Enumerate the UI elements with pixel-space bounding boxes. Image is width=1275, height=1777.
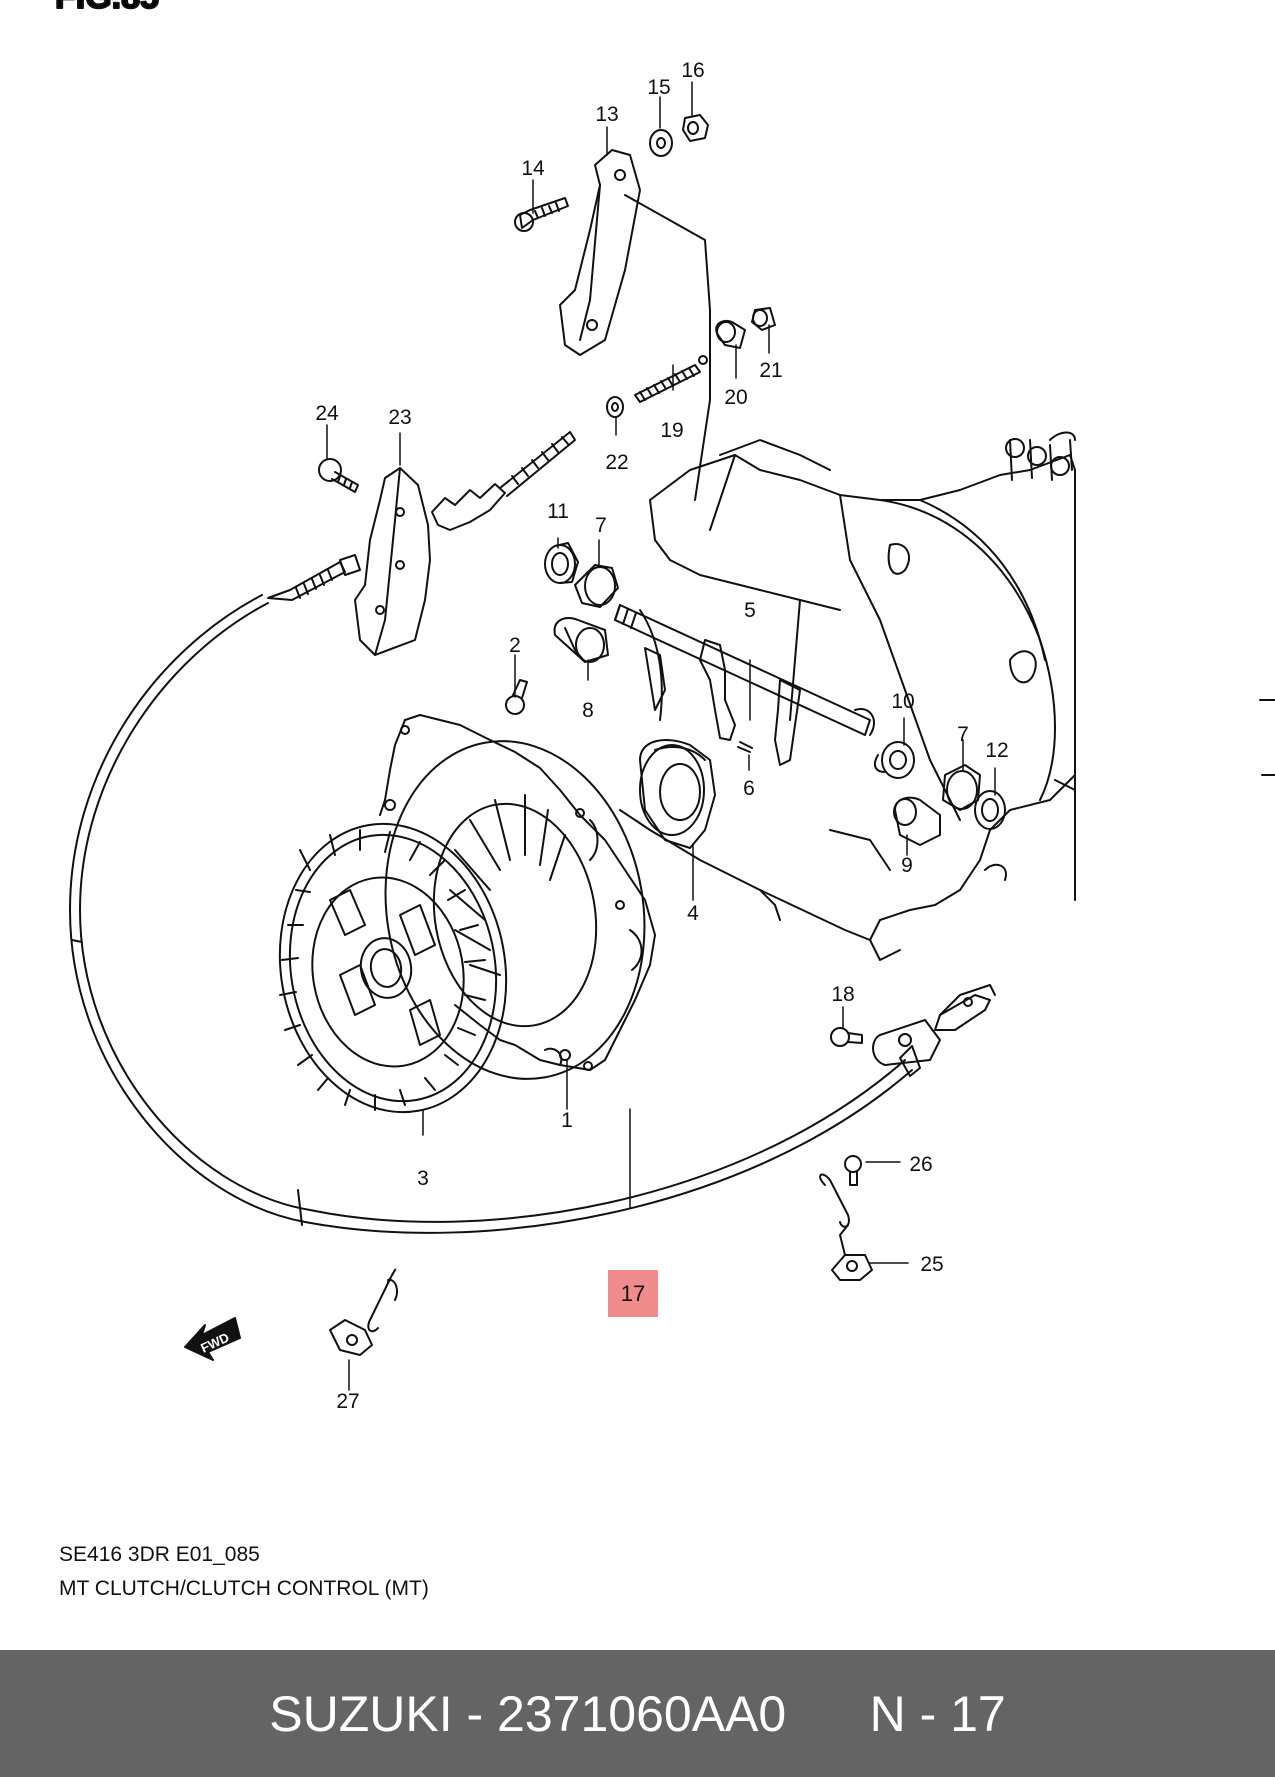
part-number: 2371060AA0 (497, 1685, 787, 1742)
label-9: 9 (901, 854, 913, 877)
label-13: 13 (595, 103, 618, 126)
circlip-10 (873, 741, 915, 779)
highlight-box-17 (608, 1270, 658, 1317)
label-11: 11 (547, 500, 569, 523)
release-shaft-5 (614, 604, 875, 766)
bushing-7-upper (574, 564, 619, 608)
parts-diagram: FIG.85 (54, 0, 1275, 1413)
label-5: 5 (744, 599, 756, 622)
ref-gap (786, 1685, 869, 1743)
label-14: 14 (521, 157, 545, 180)
label-8: 8 (582, 699, 594, 722)
label-1: 1 (561, 1109, 573, 1132)
bolt-24 (318, 458, 359, 493)
pressure-plate-1 (379, 714, 656, 1080)
label-10: 10 (891, 690, 914, 713)
clip-27 (329, 1268, 398, 1356)
brand-name: SUZUKI (269, 1685, 453, 1742)
bolt-2 (505, 679, 528, 715)
label-3: 3 (417, 1167, 429, 1190)
transmission-case (619, 431, 1275, 961)
label-21: 21 (759, 359, 782, 382)
label-6: 6 (743, 777, 755, 800)
fwd-arrow: FWD (184, 1317, 241, 1361)
label-17: 17 (621, 1281, 645, 1306)
label-27: 27 (336, 1390, 359, 1413)
bushing-7-lower (942, 764, 981, 811)
bushing-21 (751, 307, 776, 331)
bracket-13 (559, 149, 711, 501)
label-19: 19 (660, 419, 683, 442)
bolt-18 (830, 1027, 863, 1047)
label-20: 20 (724, 386, 747, 409)
leader-lines (326, 81, 996, 1391)
return-spring-25 (819, 1173, 873, 1281)
label-7-upper: 7 (595, 514, 607, 537)
bushing-20 (715, 319, 746, 349)
section-caption: MT CLUTCH/CLUTCH CONTROL (MT) (59, 1577, 429, 1600)
washer-15 (649, 129, 673, 157)
bushing-9 (893, 796, 941, 846)
seal-11 (544, 542, 579, 584)
figure-title: FIG.85 (55, 0, 159, 16)
label-16: 16 (681, 59, 704, 82)
label-18: 18 (831, 983, 854, 1006)
nut-16 (682, 114, 709, 142)
washer-22 (606, 396, 624, 418)
ref-number: 17 (950, 1685, 1006, 1742)
bolt-26 (844, 1155, 862, 1186)
bolt-14 (514, 197, 569, 232)
part-info-bar: SUZUKI - 2371060AA0 N - 17 (0, 1650, 1275, 1777)
label-22: 22 (605, 451, 628, 474)
bushing-8 (553, 617, 609, 663)
label-23: 23 (388, 406, 411, 429)
part-labels: 1 2 3 4 5 6 7 7 8 9 10 11 12 13 14 15 16… (315, 59, 1008, 1413)
ref-prefix: N - (869, 1685, 951, 1742)
spring-19 (634, 355, 708, 403)
clutch-disc-3 (278, 822, 508, 1114)
label-4: 4 (687, 902, 699, 925)
label-12: 12 (985, 739, 1008, 762)
pin-6 (737, 741, 753, 753)
label-24: 24 (315, 402, 339, 425)
label-15: 15 (647, 76, 670, 99)
clutch-cable-17 (69, 431, 996, 1234)
release-bearing-4 (639, 739, 716, 849)
label-26: 26 (909, 1153, 932, 1176)
brand-separator: - (452, 1685, 498, 1742)
label-25: 25 (920, 1253, 943, 1276)
seal-12 (974, 790, 1006, 830)
label-2: 2 (509, 634, 521, 657)
label-7-lower: 7 (957, 723, 969, 746)
model-caption: SE416 3DR E01_085 (59, 1543, 260, 1566)
bracket-23 (354, 467, 431, 656)
